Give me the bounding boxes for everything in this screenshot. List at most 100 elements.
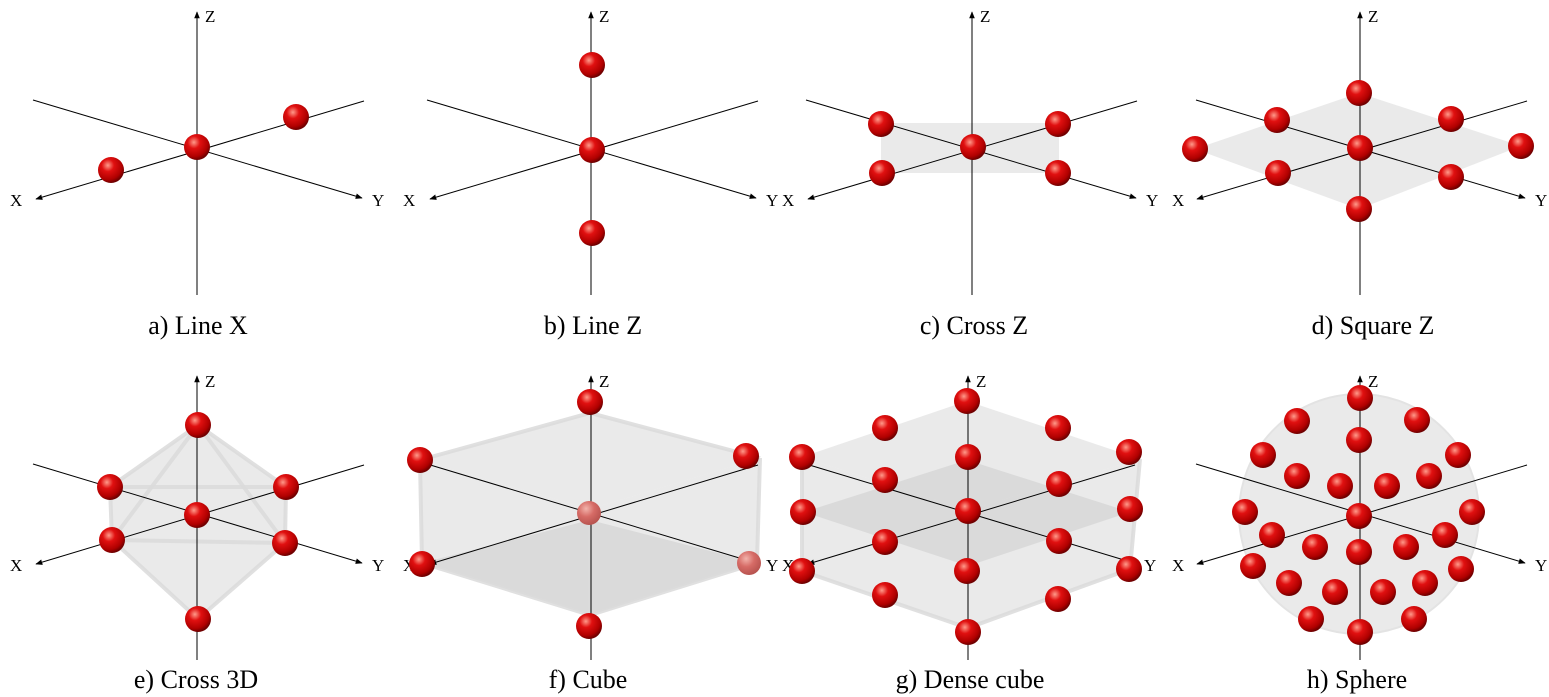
- sphere: [579, 52, 605, 78]
- spheres: [407, 389, 761, 639]
- sphere: [1347, 385, 1373, 411]
- sphere: [1265, 160, 1291, 186]
- sphere: [960, 134, 986, 160]
- sphere: [1404, 407, 1430, 433]
- sphere: [1045, 415, 1071, 441]
- sphere: [1459, 499, 1485, 525]
- panel-c: Z X Y c) Cross Z: [782, 7, 1158, 340]
- panel-h: Z X Y: [1172, 372, 1547, 694]
- axis-label-x: X: [1172, 191, 1184, 210]
- sphere: [872, 415, 898, 441]
- sphere: [409, 551, 435, 577]
- sphere: [577, 501, 601, 525]
- cube-right-face: [590, 458, 760, 615]
- axis-label-z: Z: [980, 7, 990, 26]
- sphere: [872, 529, 898, 555]
- sphere: [1347, 619, 1373, 645]
- sphere: [789, 444, 815, 470]
- panel-caption: f) Cube: [549, 665, 628, 694]
- sphere: [99, 527, 125, 553]
- axis-label-z: Z: [1368, 7, 1378, 26]
- sphere: [1240, 553, 1266, 579]
- sphere: [1045, 586, 1071, 612]
- sphere: [185, 606, 211, 632]
- sphere: [954, 558, 980, 584]
- sphere: [1284, 463, 1310, 489]
- sphere: [790, 499, 816, 525]
- sphere: [1046, 471, 1072, 497]
- sphere: [273, 474, 299, 500]
- sphere: [1445, 442, 1471, 468]
- sphere: [1232, 499, 1258, 525]
- axis-label-x: X: [1172, 556, 1184, 575]
- sphere: [955, 444, 981, 470]
- spheres: [789, 388, 1143, 645]
- sphere: [1117, 496, 1143, 522]
- panel-caption: b) Line Z: [544, 311, 642, 340]
- sphere: [1116, 439, 1142, 465]
- sphere: [576, 613, 602, 639]
- sphere: [955, 498, 981, 524]
- sphere: [184, 134, 210, 160]
- axis-label-z: Z: [599, 7, 609, 26]
- sphere: [872, 467, 898, 493]
- panel-caption: d) Square Z: [1312, 311, 1435, 340]
- sphere: [1346, 503, 1372, 529]
- sphere: [1393, 534, 1419, 560]
- sphere: [1346, 80, 1372, 106]
- sphere: [1259, 522, 1285, 548]
- spheres: [579, 52, 605, 246]
- sphere: [1370, 579, 1396, 605]
- axis-label-x: X: [782, 191, 794, 210]
- sphere: [869, 160, 895, 186]
- sphere: [579, 220, 605, 246]
- axis-label-x: X: [10, 556, 22, 575]
- axis-label-x: X: [10, 191, 22, 210]
- panel-caption: e) Cross 3D: [134, 665, 258, 694]
- sphere: [283, 104, 309, 130]
- sphere: [955, 619, 981, 645]
- sphere: [1412, 570, 1438, 596]
- axis-label-y: Y: [1146, 191, 1158, 210]
- sphere: [1046, 528, 1072, 554]
- sphere: [1438, 164, 1464, 190]
- sphere: [1264, 107, 1290, 133]
- sphere: [1284, 408, 1310, 434]
- sphere: [1448, 556, 1474, 582]
- sphere: [1416, 463, 1442, 489]
- sphere: [1432, 522, 1458, 548]
- sphere: [1298, 606, 1324, 632]
- axis-label-z: Z: [599, 372, 609, 391]
- spheres: [1232, 385, 1485, 645]
- axis-label-z: Z: [205, 7, 215, 26]
- sphere: [1346, 427, 1372, 453]
- spheres: [97, 412, 299, 632]
- sphere: [1250, 442, 1276, 468]
- panel-b: Z X Y b) Line Z: [403, 7, 778, 340]
- axis-label-y: Y: [1144, 556, 1156, 575]
- sphere: [98, 157, 124, 183]
- sphere: [1276, 570, 1302, 596]
- sphere: [97, 474, 123, 500]
- spheres: [98, 104, 309, 183]
- sphere: [1327, 473, 1353, 499]
- axis-label-y: Y: [372, 556, 384, 575]
- axis-label-y: Y: [1535, 556, 1547, 575]
- panel-e: Z X Y e) Cross 3D: [10, 372, 384, 694]
- sphere: [272, 530, 298, 556]
- panel-a: Z X Y a) Line X: [10, 7, 384, 340]
- sphere: [954, 388, 980, 414]
- sphere: [1322, 579, 1348, 605]
- sphere: [1182, 136, 1208, 162]
- axis-label-z: Z: [1368, 372, 1378, 391]
- sphere: [872, 582, 898, 608]
- panel-caption: h) Sphere: [1307, 665, 1407, 694]
- sphere: [733, 443, 759, 469]
- sphere: [1438, 106, 1464, 132]
- sphere: [1401, 606, 1427, 632]
- panel-d: Z X Y d) Square Z: [1172, 7, 1547, 340]
- panel-caption: c) Cross Z: [920, 311, 1028, 340]
- axis-label-y: Y: [372, 191, 384, 210]
- axis-label-y: Y: [1535, 191, 1547, 210]
- sphere: [185, 412, 211, 438]
